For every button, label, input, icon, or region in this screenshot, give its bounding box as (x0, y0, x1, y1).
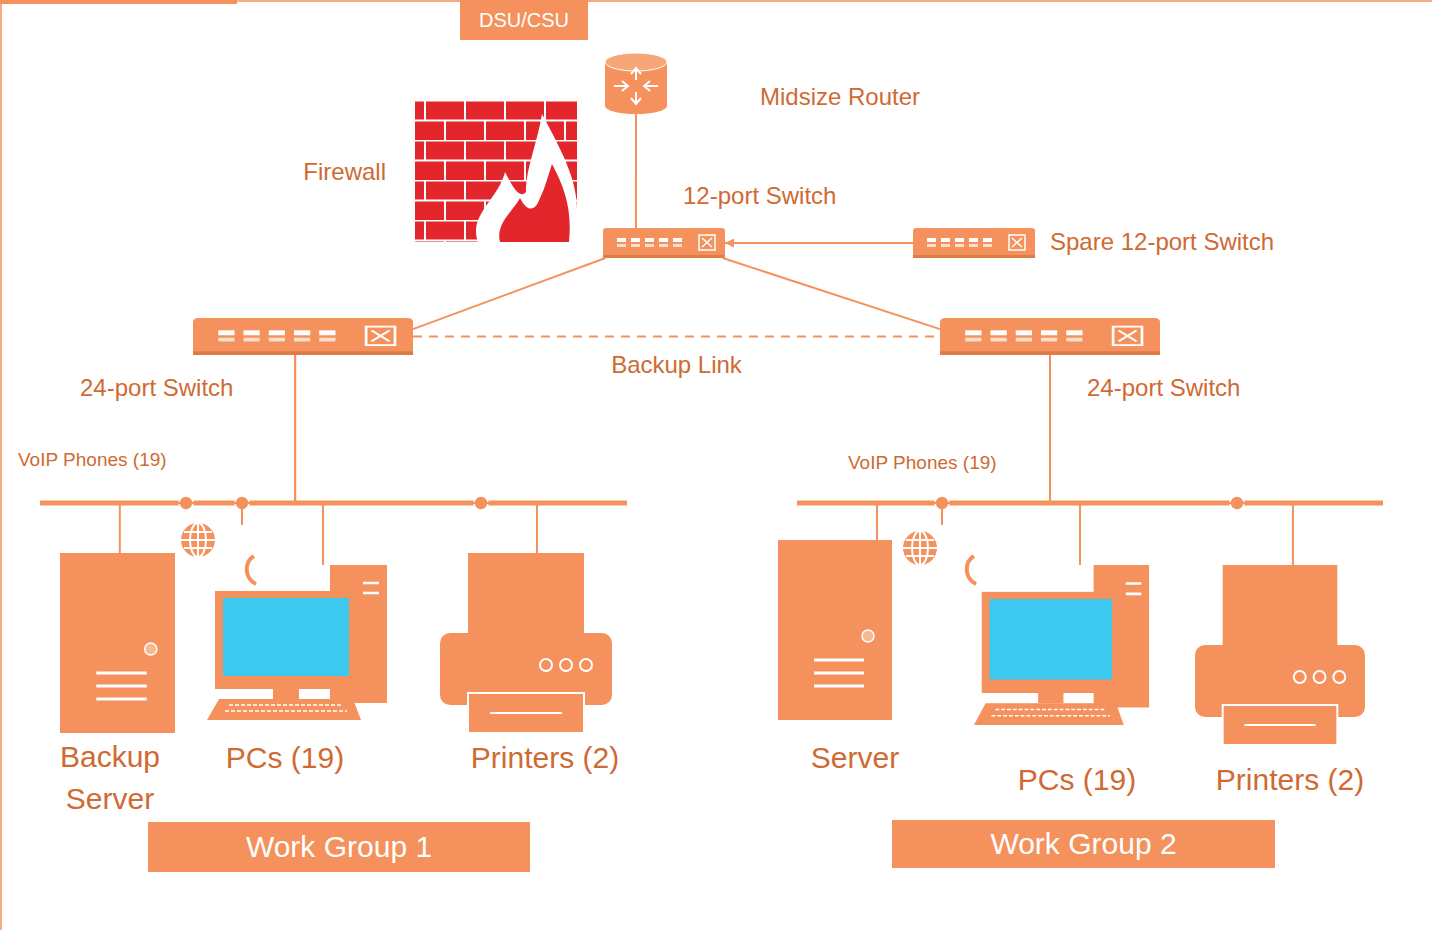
drawing-part (614, 68, 658, 104)
pc-node: PCs (19) (205, 565, 390, 720)
workgroup-box: Work Group 1 (148, 822, 530, 872)
device-label: Spare 12-port Switch (1050, 228, 1274, 257)
switch-node: 12-port Switch (603, 228, 725, 258)
drawing-part (193, 318, 413, 355)
link-label: Backup Link (611, 351, 742, 380)
device-label: 12-port Switch (683, 182, 836, 211)
drawing-part (242, 503, 942, 525)
dsu-csu-box: DSU/CSU (460, 0, 588, 40)
drawing-part (415, 100, 577, 242)
network-link (725, 242, 913, 244)
network-link (1050, 355, 1080, 565)
printer-node: Printers (2) (440, 553, 612, 733)
printer-node: Printers (2) (1195, 565, 1365, 745)
box-label: Work Group 1 (246, 829, 432, 865)
router-node: Midsize Router (605, 52, 667, 114)
voip-label: VoIP Phones (19) (848, 452, 997, 475)
device-label: 24-port Switch (1087, 374, 1240, 403)
network-link (295, 355, 323, 565)
device-label: Midsize Router (760, 83, 920, 112)
device-label: Backup Server (40, 736, 180, 820)
switch-node: 24-port Switch (193, 318, 413, 355)
drawing-part (967, 556, 976, 584)
lan-bus (40, 496, 1383, 525)
drawing-part (60, 553, 175, 733)
drawing-part (499, 164, 570, 242)
drawing-part (974, 565, 1149, 725)
switch-node: 24-port Switch (940, 318, 1160, 355)
box-label: DSU/CSU (479, 8, 569, 32)
network-link (723, 258, 940, 329)
server-node: Server (778, 540, 892, 720)
drawing-part (476, 114, 577, 242)
device-icons (60, 540, 1365, 745)
device-label: Printers (2) (1216, 762, 1364, 798)
voip-label: VoIP Phones (19) (18, 449, 167, 472)
backup-link (413, 336, 940, 338)
drawing-part (603, 228, 725, 258)
firewall-node: Firewall (415, 100, 577, 242)
drawing-part (903, 531, 937, 565)
drawing-part (440, 553, 612, 733)
drawing-part (207, 565, 387, 720)
drawing-part (181, 523, 215, 557)
network-link (295, 355, 537, 553)
router-icon (605, 53, 667, 114)
network-link (413, 258, 605, 329)
device-label: 24-port Switch (80, 374, 233, 403)
network-link (1050, 355, 1293, 565)
drawing-part (940, 318, 1160, 355)
spare-switch-node: Spare 12-port Switch (913, 228, 1035, 258)
box-label: Work Group 2 (990, 826, 1176, 862)
drawing-part (778, 540, 892, 720)
device-label: Firewall (303, 158, 386, 187)
device-label: PCs (19) (226, 740, 344, 776)
pc-node: PCs (19) (972, 565, 1152, 725)
workgroup-box: Work Group 2 (892, 820, 1275, 868)
drawing-part (913, 228, 1035, 258)
switch-icons (193, 228, 1160, 355)
device-label: Server (811, 740, 899, 776)
voip-symbols (181, 523, 976, 584)
network-link (877, 355, 1050, 540)
drawing-part (1195, 565, 1365, 745)
device-label: PCs (19) (1018, 762, 1136, 798)
device-label: Printers (2) (471, 740, 619, 776)
server-node: Backup Server (60, 553, 175, 733)
drawing-part (0, 0, 237, 4)
network-link (635, 114, 637, 228)
drawing-part (605, 62, 667, 114)
drawing-part (247, 556, 256, 584)
firewall-icon (415, 100, 577, 242)
